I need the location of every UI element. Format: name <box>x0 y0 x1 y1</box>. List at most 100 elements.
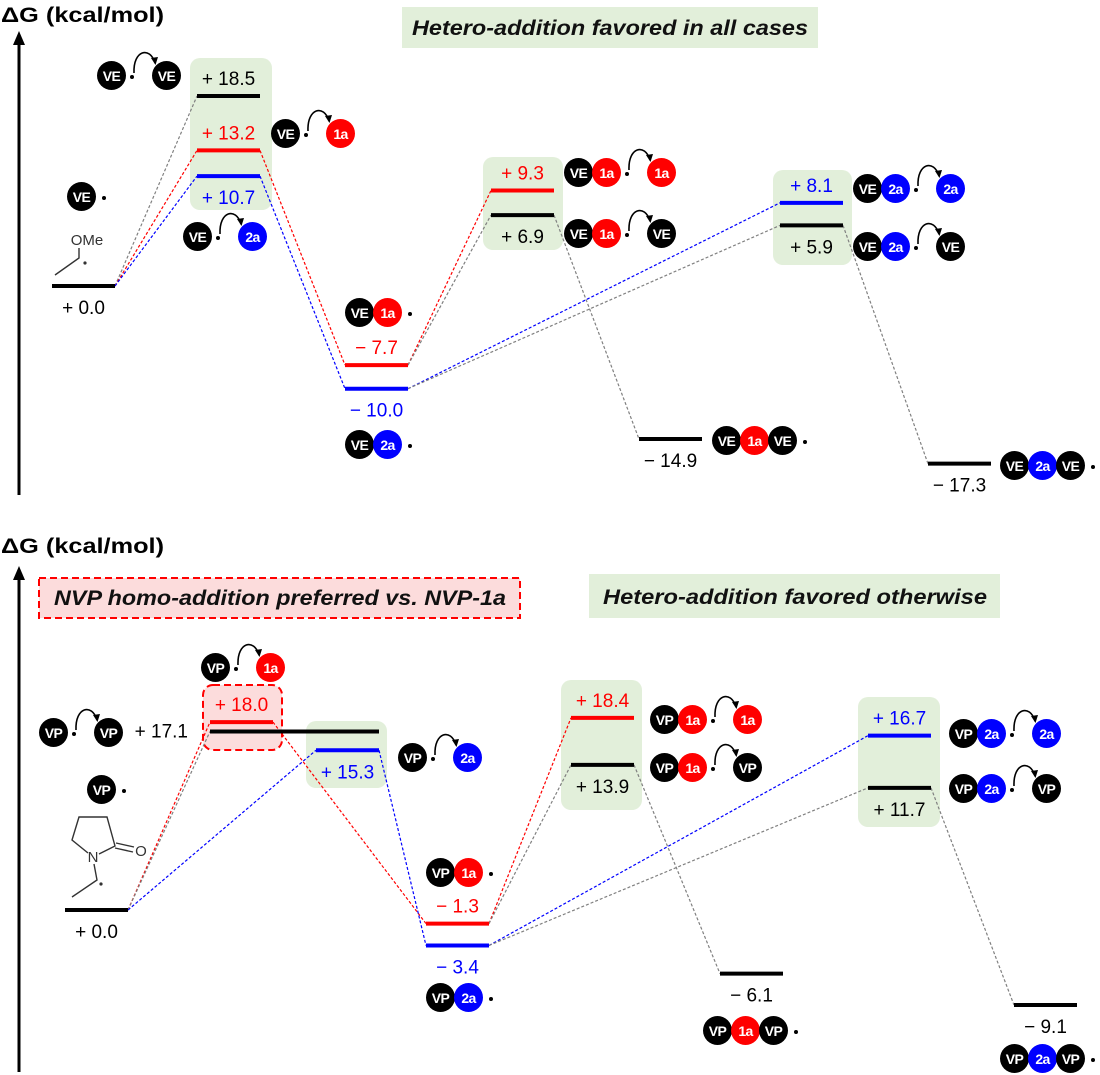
species-label: VP <box>87 775 126 804</box>
radical-addition-arrow-icon <box>212 212 244 251</box>
monomer-ball: 1a <box>592 219 621 248</box>
banner-box <box>589 574 1000 618</box>
structure-oxygen-label: O <box>135 843 147 860</box>
species-label: VE <box>67 182 106 211</box>
nvp-radical-structure: N O <box>71 816 147 898</box>
monomer-ball: 2a <box>453 743 482 772</box>
monomer-ball: VE <box>183 222 212 251</box>
monomer-ball: 2a <box>373 430 402 459</box>
monomer-ball: 2a <box>1028 1044 1057 1073</box>
monomer-ball: VP <box>426 858 455 887</box>
radical-dot <box>99 882 103 886</box>
monomer-ball: VP <box>949 719 978 748</box>
radical-addition-arrow-icon <box>230 643 262 682</box>
y-axis-label: ΔG (kcal/mol) <box>1 4 164 27</box>
pathway-connector <box>259 175 346 389</box>
monomer-ball: 1a <box>373 298 402 327</box>
radical-addition-arrow-icon <box>427 733 459 772</box>
energy-value-label: + 18.5 <box>202 69 255 90</box>
energy-value-label: − 3.4 <box>436 957 479 978</box>
monomer-ball: VP <box>650 705 679 734</box>
energy-value-label: + 5.9 <box>790 237 833 258</box>
monomer-ball: VP <box>759 1016 788 1045</box>
pathway-connector <box>553 214 640 440</box>
monomer-ball: VP <box>650 753 679 782</box>
monomer-ball: 2a <box>977 719 1006 748</box>
pathway-connectors <box>114 95 929 464</box>
energy-value-label: − 1.3 <box>436 897 479 918</box>
vinyl-ether-radical-structure: OMe <box>54 232 103 276</box>
pathway-connector <box>272 721 427 924</box>
monomer-ball: VE <box>1000 451 1029 480</box>
energy-value-label: + 18.4 <box>576 691 630 712</box>
monomer-ball: VE <box>67 182 96 211</box>
banner-text: Hetero-addition favored in all cases <box>412 17 808 40</box>
monomer-ball: 2a <box>238 222 267 251</box>
radical-dot <box>489 997 493 1001</box>
monomer-ball: 1a <box>454 858 483 887</box>
monomer-ball: 1a <box>678 705 707 734</box>
radical-dot <box>122 789 126 793</box>
y-axis-arrow-icon <box>13 31 25 495</box>
monomer-ball: 1a <box>592 158 621 187</box>
pathway-connector <box>488 764 572 924</box>
monomer-ball: VP <box>1000 1044 1029 1073</box>
pathway-connector <box>407 202 781 390</box>
radical-addition-arrow-icon <box>621 209 653 248</box>
banner-text: Hetero-addition favored otherwise <box>603 586 987 609</box>
monomer-ball: VP <box>1032 774 1061 803</box>
energy-value-label: − 7.7 <box>355 338 398 359</box>
radical-dot <box>803 440 807 444</box>
radical-addition-arrow-icon <box>1006 764 1038 803</box>
monomer-ball: 1a <box>256 653 285 682</box>
monomer-ball: VE <box>647 219 676 248</box>
energy-value-label: − 17.3 <box>933 476 986 497</box>
disfavored-highlight-box <box>202 684 283 751</box>
energy-value-label: + 11.7 <box>874 800 926 821</box>
monomer-ball: 1a <box>731 1016 760 1045</box>
monomer-ball: VP <box>398 743 427 772</box>
favored-highlight-box <box>858 697 940 827</box>
energy-value-label: + 8.1 <box>790 176 833 197</box>
radical-addition-arrow-icon <box>910 222 942 261</box>
monomer-ball: VE <box>97 61 126 90</box>
banner-box <box>402 7 818 48</box>
energy-value-label: + 17.1 <box>135 721 188 742</box>
radical-dot <box>794 1030 798 1034</box>
energy-levels: + 0.0+ 18.0+ 17.1+ 15.3− 1.3− 3.4+ 18.4+… <box>65 691 1077 1038</box>
monomer-ball: VE <box>345 430 374 459</box>
monomer-ball: 1a <box>678 753 707 782</box>
monomer-ball: VP <box>39 718 68 747</box>
radical-addition-arrow-icon <box>621 148 653 187</box>
radical-dot <box>489 872 493 876</box>
radical-addition-arrow-icon <box>300 109 332 148</box>
energy-value-label: + 15.3 <box>321 762 374 783</box>
monomer-ball: VE <box>564 158 593 187</box>
monomer-ball: 2a <box>936 174 965 203</box>
monomer-ball: VE <box>1056 451 1085 480</box>
species-label: VP VP <box>39 708 123 747</box>
energy-value-label: + 0.0 <box>75 922 118 943</box>
pathway-connector <box>127 731 211 911</box>
energy-value-label: + 6.9 <box>501 227 544 248</box>
monomer-ball: VE <box>152 61 181 90</box>
monomer-ball: VP <box>94 718 123 747</box>
y-axis-arrow-icon <box>13 566 25 1072</box>
pathway-connector <box>488 735 869 947</box>
monomer-ball: VE <box>564 219 593 248</box>
pathway-connector <box>114 95 198 287</box>
radical-dot <box>83 261 87 265</box>
energy-value-label: + 9.3 <box>501 163 544 184</box>
banner-text: NVP homo-addition preferred vs. NVP-1a <box>54 587 506 610</box>
structure-nitrogen-label: N <box>88 849 99 866</box>
